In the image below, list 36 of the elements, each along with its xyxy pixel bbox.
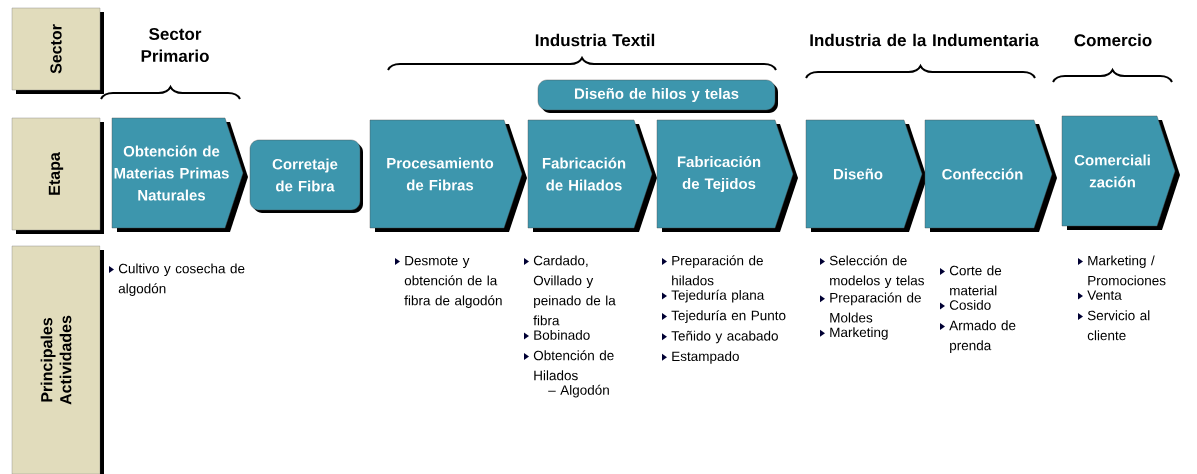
bullet-item: Venta (1078, 290, 1122, 300)
bullet-item: Preparación de Moldes (820, 292, 921, 323)
bullet-item: Cultivo y cosecha de algodón (109, 263, 245, 296)
bullet-item: Tejeduría plana (662, 289, 765, 303)
bullet-item: Preparación de hilados (662, 255, 763, 286)
bullet-item: Servicio al cliente (1078, 310, 1150, 341)
sector-heading: Sector Primario (141, 27, 209, 62)
stage-box: Fabricación de Hilados (527, 119, 657, 232)
bullet-item: Obtención de Hilados (524, 350, 614, 381)
bullet-item: Selección de modelos y telas (820, 255, 924, 288)
stage-box: Comerciali zación (1061, 115, 1180, 230)
sector-heading: Industria de la Indumentaria (810, 33, 1039, 47)
bullet-item: Armado de prenda (940, 320, 1016, 353)
stage-box: Obtención de Materias Primas Naturales (111, 117, 248, 232)
bullet-item: Tejeduría en Punto (662, 310, 786, 323)
sector-heading: Comercio (1074, 33, 1152, 47)
bullet-item: Corte de material (940, 265, 1002, 296)
bullet-item: Bobinado (524, 329, 590, 340)
bullet-item: Desmote y obtención de la fibra de algodón (395, 255, 502, 308)
bullet-item: Cardado, Ovillado y peinado de la fibra (524, 255, 616, 326)
bullet-item: Teñido y acabado (662, 330, 778, 344)
bullet-item: Marketing (820, 327, 888, 340)
stage-box: Diseño (805, 119, 927, 232)
bullet-item: Estampado (662, 351, 739, 364)
row-header: Etapa (11, 117, 104, 234)
stage-box: Procesamiento de Fibras (369, 119, 527, 232)
stage-box: Confección (924, 119, 1057, 232)
stage-box: Corretaje de Fibra (249, 139, 363, 213)
row-header: Sector (11, 7, 104, 94)
stage-box: Fabricación de Tejidos (656, 119, 798, 232)
row-header: Principales Actividades (11, 245, 104, 474)
stage-box: Diseño de hilos y telas (537, 79, 778, 113)
bullet-item: Cosido (940, 299, 991, 310)
bullet-item: Marketing / Promociones (1078, 255, 1166, 286)
sector-heading: Industria Textil (535, 33, 655, 47)
bullet-item: – Algodón (548, 384, 609, 398)
